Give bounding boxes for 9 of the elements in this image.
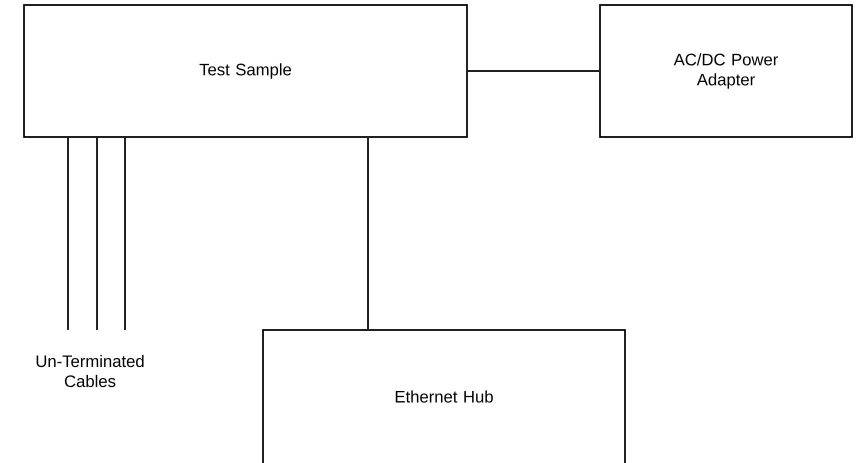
connector-line xyxy=(367,138,369,330)
connector-line xyxy=(96,138,98,330)
connector-line xyxy=(468,70,600,72)
connector-line xyxy=(124,138,126,330)
box: Ethernet Hub xyxy=(262,329,626,463)
connector-line xyxy=(67,138,69,330)
box: AC/DC Power Adapter xyxy=(599,4,853,138)
cable-label: Un-Terminated Cables xyxy=(36,354,144,388)
box: Test Sample xyxy=(23,4,468,138)
